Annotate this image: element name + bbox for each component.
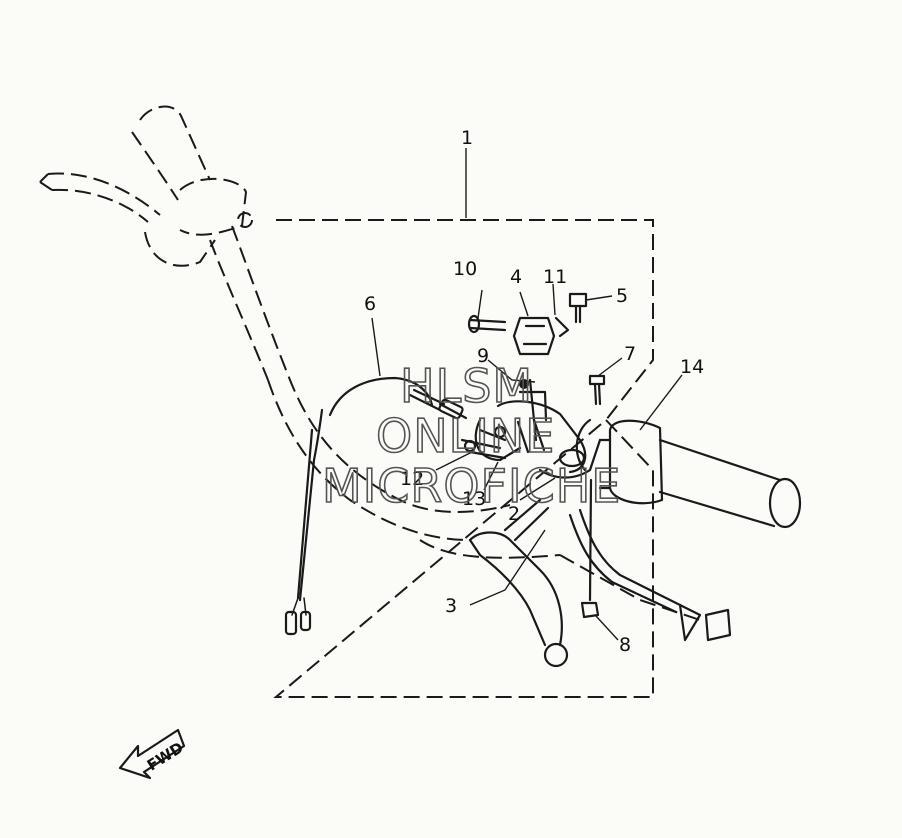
callout-11: 11 <box>543 266 567 288</box>
callout-12: 12 <box>400 468 424 490</box>
fwd-label: FWD <box>144 738 187 774</box>
callout-6: 6 <box>364 293 376 315</box>
callout-5: 5 <box>616 285 628 307</box>
callout-3: 3 <box>445 595 457 617</box>
callout-4: 4 <box>510 266 522 288</box>
clutch-lever <box>468 498 569 668</box>
clutch-cable <box>284 376 468 636</box>
callout-1: 1 <box>461 127 473 149</box>
fwd-direction-badge: FWD <box>118 728 187 780</box>
watermark-line-2: ONLINE <box>376 409 555 463</box>
callout-7: 7 <box>624 343 636 365</box>
switch-wiring <box>568 478 732 642</box>
lever-perch <box>460 378 602 479</box>
throttle-grip <box>575 418 802 529</box>
callout-10: 10 <box>453 258 477 280</box>
watermark-line-1: HLSM <box>400 359 533 413</box>
callout-labels: 1 2 3 4 5 6 7 8 9 10 11 12 13 14 <box>364 127 704 656</box>
callout-9: 9 <box>477 345 489 367</box>
assembly-boundary <box>273 219 654 698</box>
leader-lines <box>371 148 683 641</box>
watermark-line-3: MICROFICHE <box>322 459 621 513</box>
callout-14: 14 <box>680 356 704 378</box>
handlebar-outline <box>39 105 701 621</box>
perch-clamp <box>467 292 606 406</box>
callout-13: 13 <box>462 488 486 510</box>
callout-2: 2 <box>508 503 520 525</box>
callout-8: 8 <box>619 634 631 656</box>
watermark: HLSM ONLINE MICROFICHE <box>321 358 621 514</box>
